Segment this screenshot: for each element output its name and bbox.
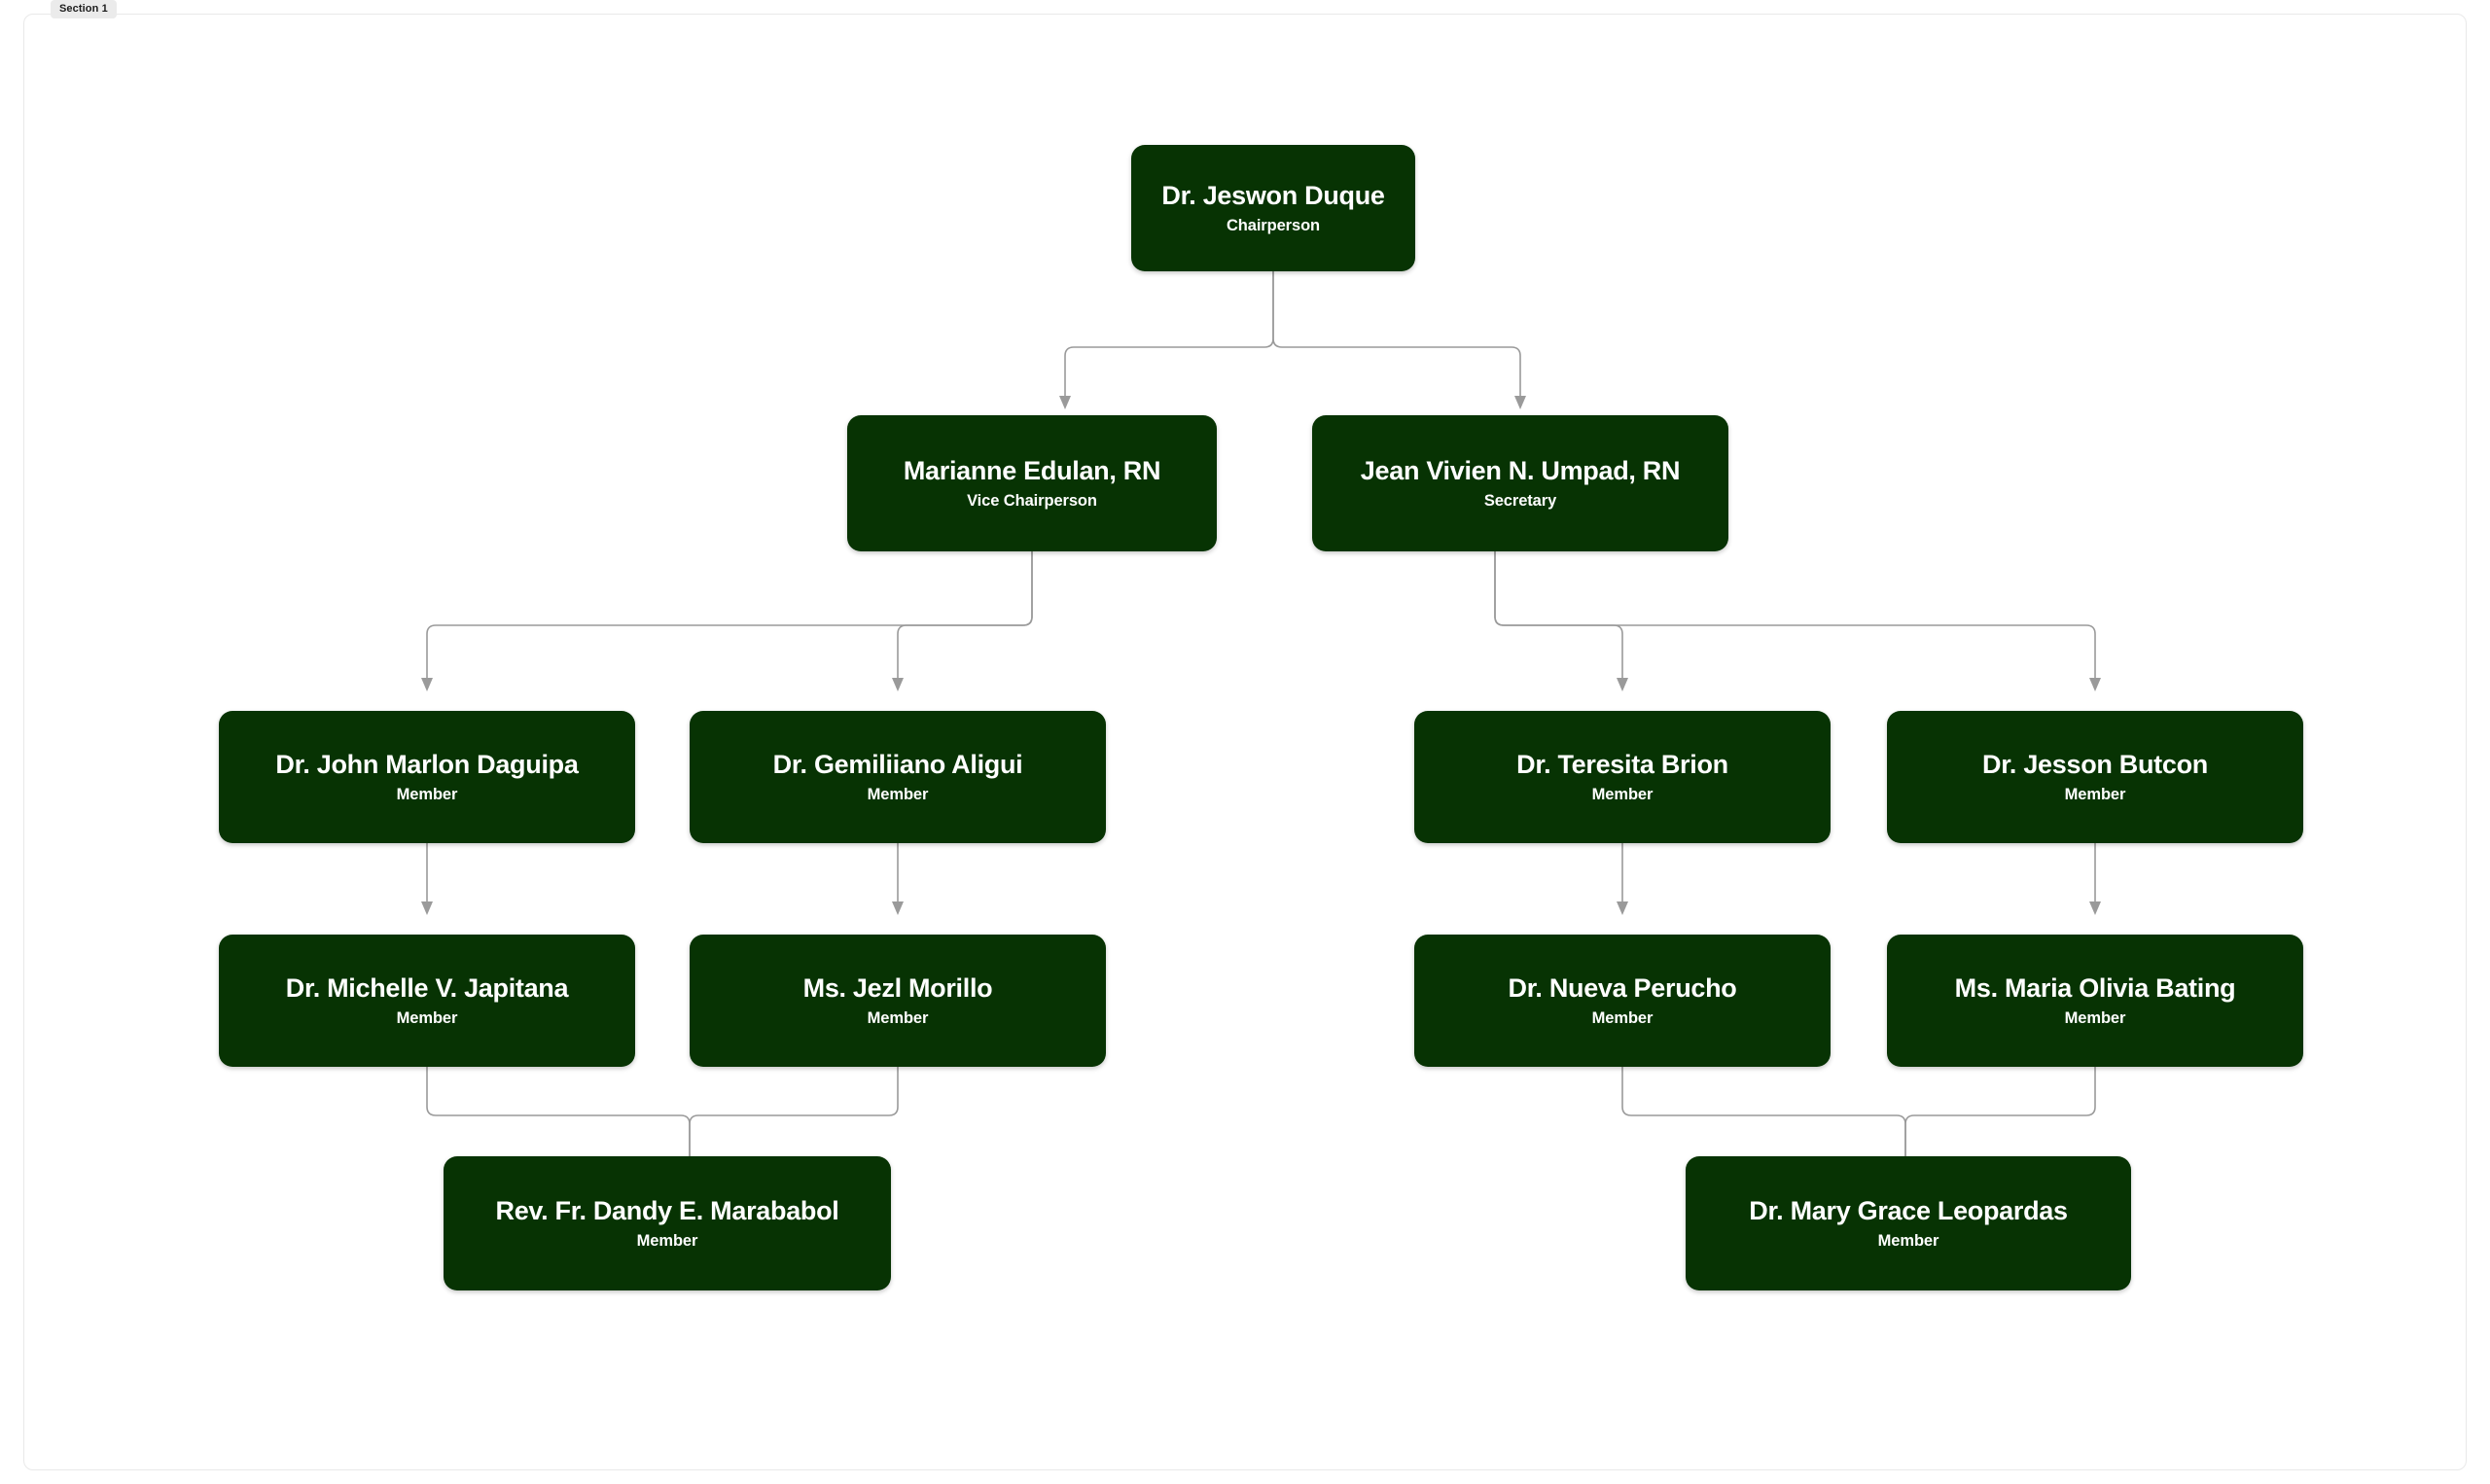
node-role: Member [1877, 1231, 1939, 1250]
node-role: Member [636, 1231, 698, 1250]
org-node-member-aligui[interactable]: Dr. Gemiliiano Aligui Member [690, 711, 1106, 843]
org-node-member-bating[interactable]: Ms. Maria Olivia Bating Member [1887, 935, 2303, 1067]
node-name: Jean Vivien N. Umpad, RN [1360, 456, 1681, 486]
node-name: Dr. Nueva Perucho [1508, 973, 1737, 1004]
node-name: Dr. Jeswon Duque [1161, 181, 1385, 211]
node-name: Rev. Fr. Dandy E. Marababol [495, 1196, 839, 1226]
org-node-member-daguipa[interactable]: Dr. John Marlon Daguipa Member [219, 711, 635, 843]
node-name: Dr. Teresita Brion [1516, 750, 1728, 780]
node-role: Member [2064, 1008, 2126, 1027]
node-name: Dr. John Marlon Daguipa [275, 750, 579, 780]
node-name: Ms. Maria Olivia Bating [1954, 973, 2236, 1004]
node-role: Member [396, 1008, 458, 1027]
node-role: Chairperson [1226, 216, 1321, 234]
node-role: Member [2064, 785, 2126, 803]
org-node-member-leopardas[interactable]: Dr. Mary Grace Leopardas Member [1686, 1156, 2131, 1290]
org-node-secretary[interactable]: Jean Vivien N. Umpad, RN Secretary [1312, 415, 1728, 551]
node-role: Member [1591, 785, 1654, 803]
node-name: Dr. Mary Grace Leopardas [1749, 1196, 2068, 1226]
node-role: Vice Chairperson [967, 491, 1097, 510]
node-name: Marianne Edulan, RN [903, 456, 1161, 486]
node-role: Member [867, 1008, 929, 1027]
org-node-member-butcon[interactable]: Dr. Jesson Butcon Member [1887, 711, 2303, 843]
org-node-member-brion[interactable]: Dr. Teresita Brion Member [1414, 711, 1831, 843]
node-name: Dr. Jesson Butcon [1982, 750, 2208, 780]
section-tab-strip: Section 1 [0, 0, 117, 18]
org-node-member-marababol[interactable]: Rev. Fr. Dandy E. Marababol Member [444, 1156, 891, 1290]
tab-section-1[interactable]: Section 1 [51, 0, 117, 18]
diagram-canvas[interactable]: Dr. Jeswon Duque Chairperson Marianne Ed… [23, 14, 2467, 1470]
node-role: Member [1591, 1008, 1654, 1027]
node-role: Secretary [1483, 491, 1557, 510]
org-node-chairperson[interactable]: Dr. Jeswon Duque Chairperson [1131, 145, 1415, 271]
org-node-member-perucho[interactable]: Dr. Nueva Perucho Member [1414, 935, 1831, 1067]
node-name: Ms. Jezl Morillo [802, 973, 993, 1004]
node-name: Dr. Gemiliiano Aligui [772, 750, 1023, 780]
org-node-member-japitana[interactable]: Dr. Michelle V. Japitana Member [219, 935, 635, 1067]
node-role: Member [867, 785, 929, 803]
org-node-vice-chairperson[interactable]: Marianne Edulan, RN Vice Chairperson [847, 415, 1217, 551]
org-node-member-morillo[interactable]: Ms. Jezl Morillo Member [690, 935, 1106, 1067]
node-name: Dr. Michelle V. Japitana [285, 973, 569, 1004]
node-role: Member [396, 785, 458, 803]
